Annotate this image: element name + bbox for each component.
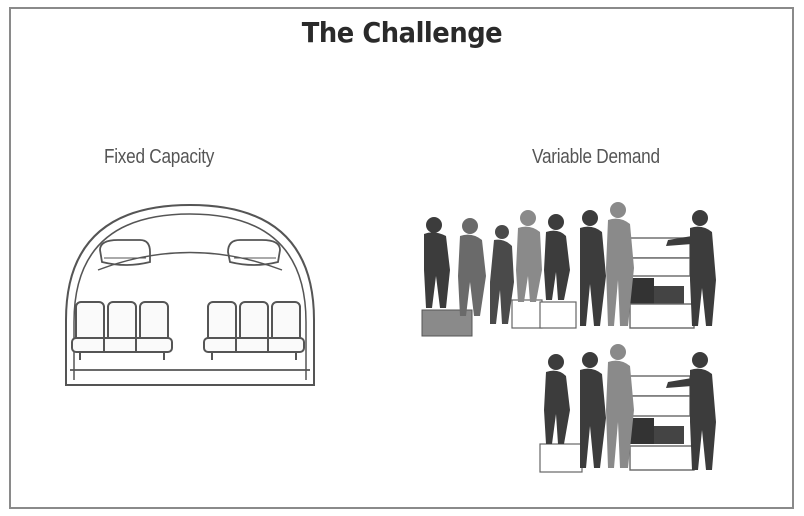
variable-demand-label: Variable Demand (532, 146, 660, 168)
aircraft-cabin-illustration (65, 203, 315, 386)
overhead-bin-right (227, 239, 281, 266)
seat-row-right (203, 301, 305, 360)
overhead-bin-left (99, 239, 151, 266)
short-passenger-queue (539, 344, 716, 473)
diagram-title: The Challenge (301, 16, 503, 49)
seat-row-left (71, 301, 173, 360)
long-passenger-queue (421, 202, 716, 337)
fixed-capacity-label: Fixed Capacity (104, 146, 215, 168)
